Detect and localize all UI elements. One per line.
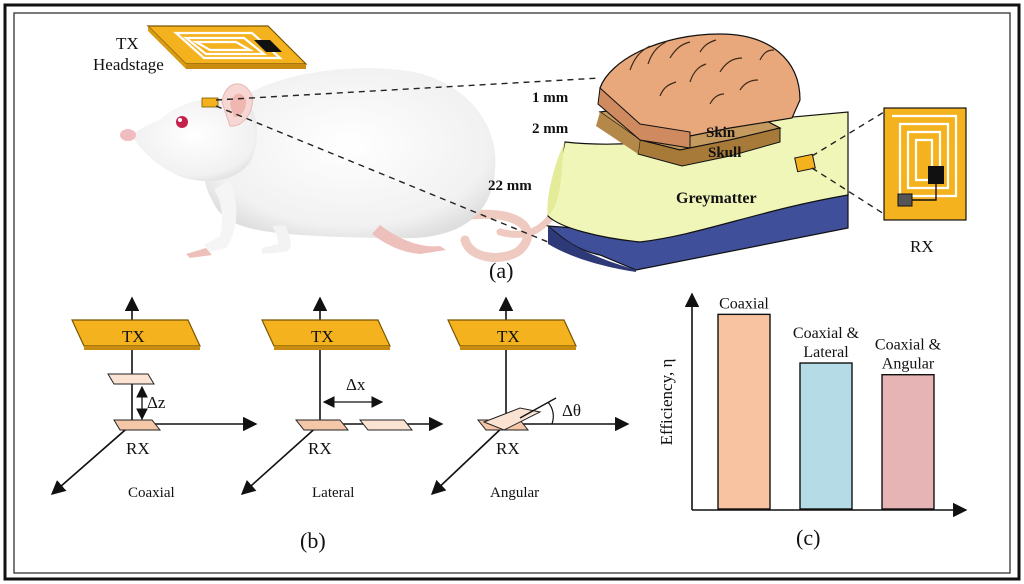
rx-plate-lateral xyxy=(296,420,348,430)
rx-label-lateral: RX xyxy=(308,439,332,458)
delta-x-label: Δx xyxy=(346,375,366,394)
thickness-1mm-label: 1 mm xyxy=(532,90,569,106)
rx-label-a: RX xyxy=(910,237,934,256)
rx-plate-coaxial-shifted xyxy=(108,374,154,384)
tx-label-coaxial: TX xyxy=(122,327,145,346)
headstage-label: Headstage xyxy=(93,55,164,74)
layer-greymatter-label: Greymatter xyxy=(676,190,757,207)
thickness-22mm-label: 22 mm xyxy=(488,178,532,194)
layer-skin-label: Skin xyxy=(706,125,736,141)
delta-theta-label: Δθ xyxy=(562,401,581,420)
rx-label-coaxial: RX xyxy=(126,439,150,458)
caption-b: (b) xyxy=(300,528,326,553)
caption-c: (c) xyxy=(796,525,820,550)
bar-label-1: Coaxial xyxy=(719,295,769,312)
delta-z-label: Δz xyxy=(147,393,166,412)
rx-label-angular: RX xyxy=(496,439,520,458)
coaxial-label: Coaxial xyxy=(128,485,175,501)
thickness-2mm-label: 2 mm xyxy=(532,121,569,137)
rx-coil-icon xyxy=(884,108,966,220)
tx-label-angular: TX xyxy=(497,327,520,346)
implant-rx-icon xyxy=(795,154,816,171)
caption-a: (a) xyxy=(489,258,513,283)
y-axis-label: Efficiency, η xyxy=(657,359,676,446)
layer-skull-label: Skull xyxy=(708,145,741,161)
bar-3 xyxy=(882,375,934,509)
angular-label: Angular xyxy=(490,485,539,501)
bar-1 xyxy=(718,314,770,509)
tx-label-lateral: TX xyxy=(311,327,334,346)
lateral-label: Lateral xyxy=(312,485,354,501)
tx-label: TX xyxy=(116,34,139,53)
rx-plate-coaxial xyxy=(114,420,160,430)
rx-plate-lateral-shifted xyxy=(360,420,412,430)
bar-2 xyxy=(800,363,852,509)
